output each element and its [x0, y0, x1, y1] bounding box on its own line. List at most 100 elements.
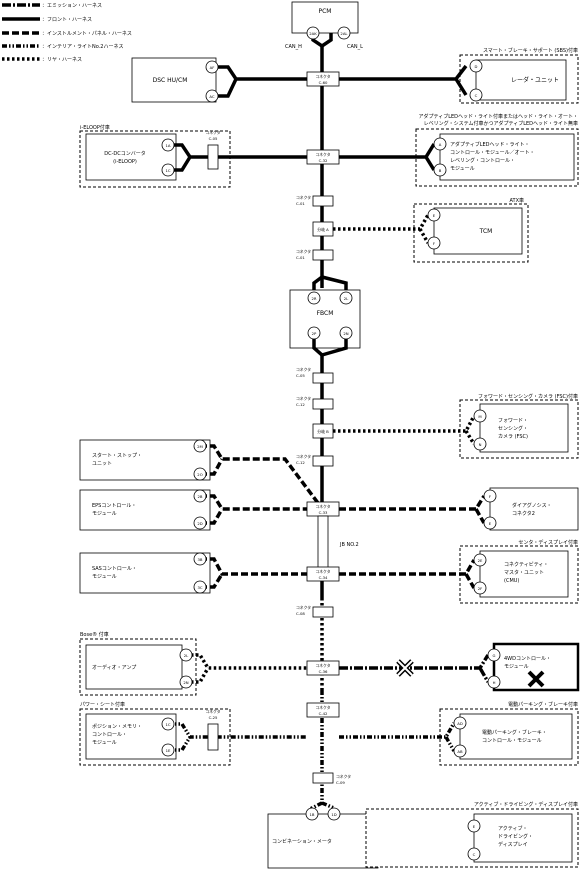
- svg-text:コネクタ2: コネクタ2: [512, 510, 535, 517]
- svg-text:2D: 2D: [197, 521, 202, 526]
- led-headlight-module: アダプティブLEDヘッド・ライト付車またはヘッド・ライト・オート・ レベリング・…: [339, 113, 579, 187]
- svg-text:2L: 2L: [184, 653, 189, 658]
- svg-text:C-01: C-01: [296, 201, 305, 206]
- svg-text:1E: 1E: [166, 748, 171, 753]
- audio-amp-module: Bose® 付車 オーディオ・アンプ 2L 2N: [79, 631, 307, 696]
- svg-text:コネクタ: コネクタ: [296, 396, 311, 401]
- radar-module: スマート・ブレーキ・サポート (SBS)付車 レーダ・ユニット D C: [339, 47, 579, 104]
- svg-text:コネクティビティ・: コネクティビティ・: [504, 561, 548, 568]
- cmu-option: センタ・ディスプレイ付車: [518, 539, 578, 546]
- svg-text:1A: 1A: [165, 143, 170, 148]
- svg-text:フォワード・: フォワード・: [498, 418, 528, 424]
- disconnected-mark-icon: [396, 659, 414, 677]
- seat-memory-module: パワー・シート付車 ポジション・メモリ・ コントロール・ モジュール 1C 1E…: [79, 701, 307, 766]
- can-l-label: CAN_L: [347, 44, 363, 50]
- fsc-option: フォワード・センシング・カメラ (FSC)付車: [478, 393, 578, 400]
- svg-text:コネクタ: コネクタ: [205, 709, 220, 714]
- svg-text:2P: 2P: [312, 331, 317, 336]
- svg-text:コネクタ: コネクタ: [315, 152, 330, 157]
- svg-text:ポジション・メモリ・: ポジション・メモリ・: [92, 723, 142, 730]
- svg-text:AB: AB: [457, 749, 463, 754]
- svg-text:レーダ・ユニット: レーダ・ユニット: [511, 76, 559, 84]
- epb-option: 電動パーキング・ブレーキ付車: [508, 701, 578, 708]
- tcm-option: ATX車: [509, 197, 524, 204]
- svg-text:コントロール・: コントロール・: [92, 732, 127, 738]
- svg-text:PCM: PCM: [319, 8, 332, 15]
- can-h-label: CAN_H: [285, 44, 302, 50]
- legend-instrument: ：インストルメント・パネル・ハーネス: [42, 31, 132, 37]
- connector-c01-upper: [312, 195, 334, 207]
- start-stop-module: スタート・ストップ・ ユニット 2M 2O: [79, 439, 320, 505]
- svg-text:ユニット: ユニット: [92, 461, 112, 467]
- svg-text:AC: AC: [209, 94, 215, 99]
- svg-text:コネクタ: コネクタ: [336, 774, 351, 779]
- svg-text:コネクタ: コネクタ: [315, 504, 330, 509]
- svg-text:C: C: [473, 852, 476, 857]
- led-option-1: アダプティブLEDヘッド・ライト付車またはヘッド・ライト・オート・: [419, 113, 579, 120]
- svg-text:C-34: C-34: [319, 575, 328, 580]
- legend-rear: ：リヤ・ハーネス: [42, 57, 82, 63]
- sas-module: SASコントロール・ モジュール 3B 3C: [79, 552, 307, 594]
- svg-text:4WDコントロール・: 4WDコントロール・: [504, 656, 551, 662]
- svg-text:コネクタ: コネクタ: [296, 367, 311, 372]
- svg-text:1B: 1B: [309, 812, 314, 817]
- svg-text:2E: 2E: [478, 558, 483, 563]
- svg-text:1C: 1C: [165, 722, 170, 727]
- svg-text:C-05: C-05: [296, 373, 305, 378]
- svg-text:DC-DCコンバータ: DC-DCコンバータ: [104, 150, 146, 157]
- jb-no2-label: JB NO.2: [339, 542, 359, 548]
- svg-text:SASコントロール・: SASコントロール・: [92, 566, 137, 572]
- cmu-module: センタ・ディスプレイ付車 コネクティビティ・ マスタ・ユニット (CMU) 2E…: [339, 539, 579, 604]
- dlc-module: ダイアグノシス・ コネクタ2 F E: [339, 487, 579, 531]
- svg-text:コネクタ: コネクタ: [315, 74, 330, 79]
- svg-text:E: E: [473, 824, 476, 829]
- connector-c12-lower: [312, 455, 334, 467]
- svg-text:C-60: C-60: [319, 80, 328, 85]
- svg-text:A: A: [439, 142, 442, 147]
- svg-text:2O: 2O: [197, 472, 202, 477]
- connector-c01-lower: [312, 249, 334, 261]
- awd-module: 4WDコントロール・ モジュール G H: [339, 642, 580, 692]
- svg-text:レベリング・コントロール・: レベリング・コントロール・: [450, 157, 515, 164]
- dsc-module: DSC HU/CM AF AC: [131, 57, 307, 103]
- svg-text:コネクタ: コネクタ: [315, 663, 330, 668]
- jb-no2: [317, 515, 329, 569]
- svg-text:2M: 2M: [197, 444, 203, 449]
- svg-text:ディスプレイ: ディスプレイ: [498, 841, 528, 848]
- svg-text:1C: 1C: [165, 168, 170, 173]
- svg-text:E: E: [489, 521, 492, 526]
- svg-text:2N: 2N: [343, 331, 348, 336]
- svg-text:E: E: [433, 213, 436, 218]
- svg-text:N: N: [479, 442, 482, 447]
- svg-text:AD: AD: [457, 721, 463, 726]
- svg-text:C-42: C-42: [319, 711, 328, 716]
- svg-text:H: H: [493, 680, 496, 685]
- connector-c09: [312, 772, 334, 784]
- connector-c25: [207, 723, 219, 751]
- legend: ：エミッション・ハーネス ：フロント・ハーネス ：インストルメント・パネル・ハー…: [2, 3, 132, 63]
- svg-text:ダイアグノシス・: ダイアグノシス・: [512, 502, 552, 509]
- svg-text:B: B: [439, 168, 442, 173]
- pcm-module: PCM 2AK 2AL CAN_H CAN_L: [285, 1, 363, 50]
- svg-text:ドライビング・: ドライビング・: [498, 833, 533, 840]
- svg-text:モジュール: モジュール: [92, 511, 117, 517]
- svg-text:AF: AF: [210, 65, 215, 70]
- svg-text:M: M: [478, 414, 481, 419]
- connector-c05-trunk: [312, 372, 334, 384]
- svg-text:3C: 3C: [197, 585, 202, 590]
- svg-text:コンビネーション・メータ: コンビネーション・メータ: [272, 838, 332, 845]
- radar-option: スマート・ブレーキ・サポート (SBS)付車: [483, 47, 578, 54]
- svg-text:モジュール: モジュール: [92, 574, 117, 580]
- svg-text:コントロール・モジュール: コントロール・モジュール: [482, 738, 542, 744]
- svg-text:コネクタ: コネクタ: [315, 705, 330, 710]
- svg-text:G: G: [493, 653, 496, 658]
- svg-text:2N: 2N: [183, 680, 188, 685]
- svg-text:オーディオ・アンプ: オーディオ・アンプ: [92, 664, 136, 671]
- legend-emission: ：エミッション・ハーネス: [42, 3, 102, 9]
- svg-text:電動パーキング・ブレーキ・: 電動パーキング・ブレーキ・: [482, 729, 547, 736]
- svg-text:DSC HU/CM: DSC HU/CM: [153, 77, 188, 84]
- active-driving-display-module: アクティブ・ドライビング・ディスプレイ付車 アクティブ・ ドライビング・ ディス…: [365, 801, 579, 868]
- svg-text:アクティブ・: アクティブ・: [498, 825, 527, 832]
- svg-text:C-33: C-33: [319, 510, 328, 515]
